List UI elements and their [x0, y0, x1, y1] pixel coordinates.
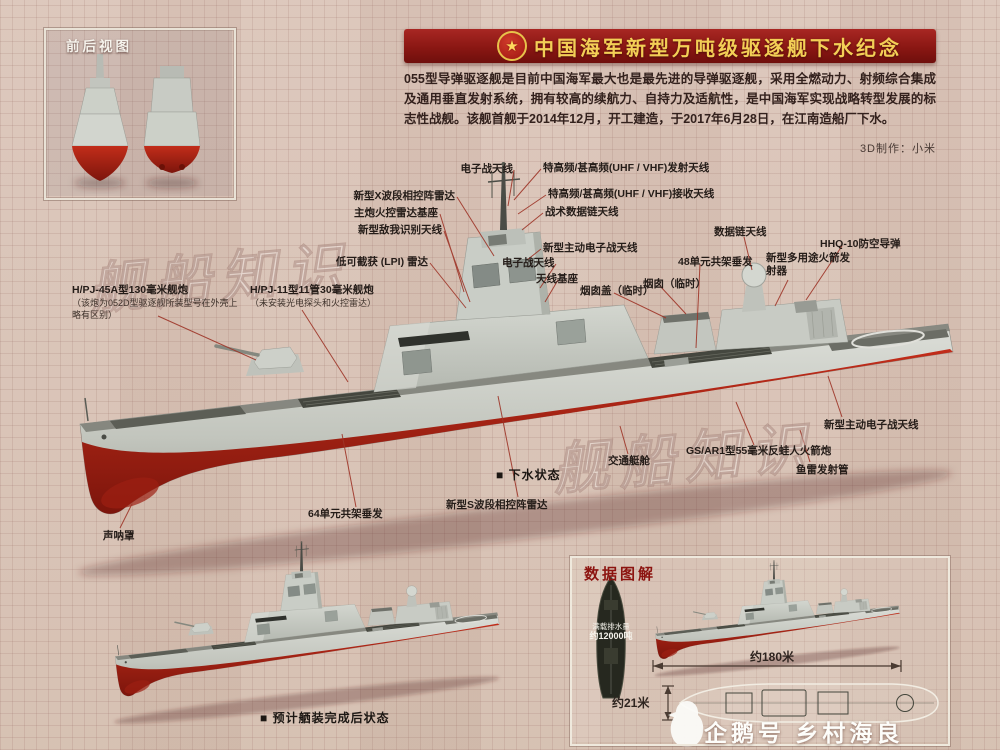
callout-datalink-antenna: 数据链天线 [714, 226, 767, 238]
length-dimension-line [652, 660, 902, 672]
status-outfitted-label: ■ 预计舾装完成后状态 [260, 711, 390, 725]
displacement-label: 满载排水量 [592, 622, 630, 631]
main-ship-launch-state [76, 162, 954, 590]
callout-active-ew-antenna-2: 新型主动电子战天线 [824, 419, 919, 431]
callout-antenna-base: 天线基座 [536, 273, 578, 285]
callout-main-gun-130mm-note: （该炮为052D型驱逐舰所装型号在外壳上略有区别） [72, 298, 238, 320]
callout-anti-frogman-rocket: GS/AR1型55毫米反蛙人火箭炮 [686, 445, 832, 457]
callout-boat-bay: 交通艇舱 [608, 455, 650, 467]
callout-main-gun-130mm: H/PJ-45A型130毫米舰炮 （该炮为052D型驱逐舰所装型号在外壳上略有区… [72, 284, 244, 322]
beam-dimension-line [662, 685, 674, 721]
data-panel-title: 数据图解 [584, 566, 657, 583]
callout-x-band-radar: 新型X波段相控阵雷达 [353, 190, 455, 202]
callout-uhf-vhf-tx-antenna: 特高频/甚高频(UHF / VHF)发射天线 [543, 162, 710, 174]
callout-ciws-30mm: H/PJ-11型11管30毫米舰炮 （未安装光电探头和火控雷达） [250, 284, 410, 310]
callout-gun-fcr-base: 主炮火控雷达基座 [354, 207, 438, 219]
length-dimension-label: 约180米 [750, 650, 795, 664]
callout-sonar-dome: 声呐罩 [103, 530, 135, 542]
callout-ciws-30mm-label: H/PJ-11型11管30毫米舰炮 [250, 284, 374, 296]
callout-iff-antenna: 新型敌我识别天线 [358, 224, 442, 236]
front-view-render [71, 54, 129, 188]
status-launch-label: ■ 下水状态 [496, 468, 561, 482]
credit-text: 3D制作：小米 [859, 143, 936, 155]
callout-ew-antenna-2: 电子战天线 [502, 257, 555, 269]
rear-view-render [143, 66, 201, 188]
callout-funnel-cover: 烟囱盖（临时） [580, 285, 654, 297]
intro-paragraph: 055型导弹驱逐舰是目前中国海军最大也是最先进的导弹驱逐舰，采用全燃动力、射频综… [404, 72, 936, 126]
plan-view-outline [678, 683, 939, 723]
callout-tactical-datalink-antenna: 战术数据链天线 [545, 206, 619, 218]
callout-leader-lines [119, 168, 843, 529]
callout-aft-vls-48: 48单元共架垂发 [678, 256, 753, 268]
front-rear-box-title: 前后视图 [66, 39, 132, 54]
callout-fore-vls-64: 64单元共架垂发 [308, 508, 383, 520]
callout-uhf-vhf-rx-antenna: 特高频/甚高频(UHF / VHF)接收天线 [548, 188, 715, 200]
callout-torpedo-tubes: 鱼雷发射管 [796, 464, 849, 476]
callout-s-band-radar: 新型S波段相控阵雷达 [446, 499, 548, 511]
callout-active-ew-antenna-1: 新型主动电子战天线 [543, 242, 638, 254]
page-title: 中国海军新型万吨级驱逐舰下水纪念 [534, 37, 902, 60]
displacement-label-group: 满载排水量 约12000吨 [581, 622, 641, 642]
callout-ciws-30mm-note: （未安装光电探头和火控雷达） [250, 298, 377, 309]
callout-lpi-radar: 低可截获 (LPI) 雷达 [335, 256, 428, 268]
navy-emblem-icon: ★ [497, 31, 527, 61]
callout-hhq10-sam: HHQ-10防空导弹 [820, 238, 901, 250]
account-watermark: 企鹅号 乡村海良 [704, 720, 904, 746]
data-panel-top-silhouette [596, 576, 626, 699]
front-rear-view-box [44, 28, 232, 196]
displacement-value: 约12000吨 [589, 631, 633, 641]
title-banner: ★ 中国海军新型万吨级驱逐舰下水纪念 [404, 29, 936, 63]
callout-funnel: 烟囱（临时） [643, 278, 706, 290]
callout-main-gun-130mm-label: H/PJ-45A型130毫米舰炮 [72, 284, 189, 296]
beam-dimension-label: 约21米 [612, 696, 650, 710]
penguin-icon [668, 701, 704, 747]
callout-ew-antenna-1: 电子战天线 [460, 163, 514, 175]
callout-multipurpose-rocket-launcher: 新型多用途火箭发射器 [766, 252, 850, 278]
